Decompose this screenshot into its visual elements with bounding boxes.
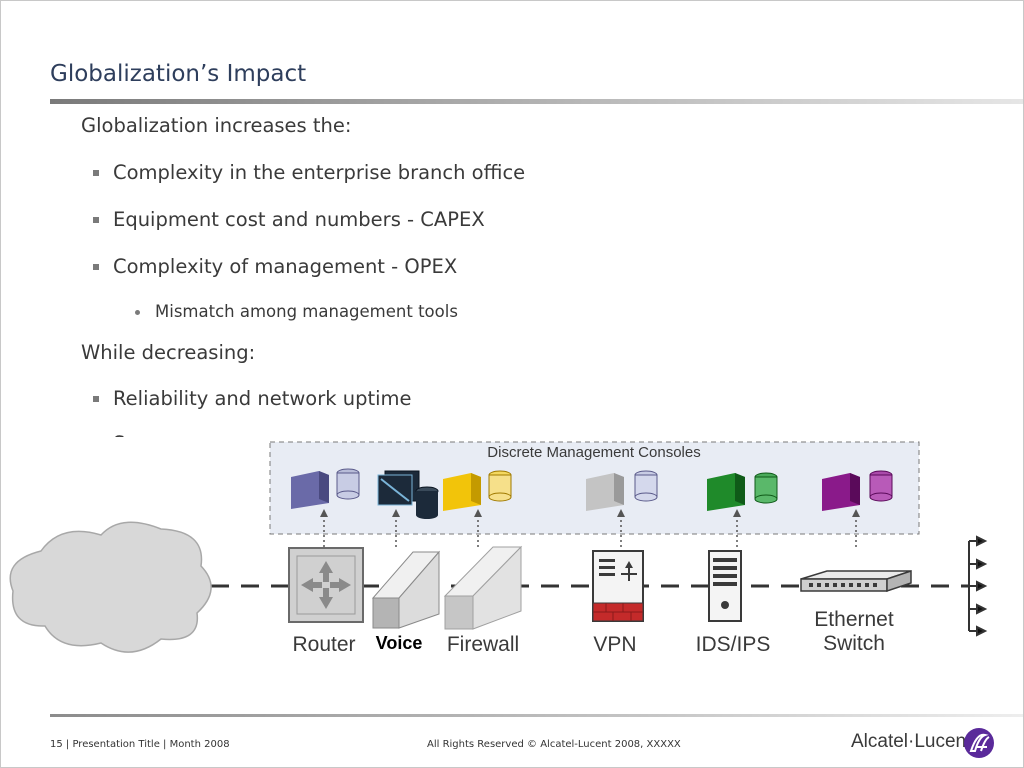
bullet-reliability: Reliability and network uptime	[113, 387, 412, 410]
firewall-console-icon	[443, 470, 512, 511]
voice-console-icon	[377, 470, 439, 519]
footer-page-info: 15 | Presentation Title | Month 2008	[50, 739, 230, 750]
intro-text: Globalization increases the:	[81, 114, 352, 137]
square-bullet-icon	[93, 170, 99, 176]
firewall-label: Firewall	[447, 633, 519, 656]
internet-cloud-icon	[9, 521, 212, 653]
consoles-title: Discrete Management Consoles	[487, 444, 700, 461]
footer-copyright: All Rights Reserved © Alcatel-Lucent 200…	[427, 739, 681, 750]
ids-ips-label: IDS/IPS	[696, 633, 771, 656]
subbullet-mismatch: Mismatch among management tools	[155, 302, 458, 321]
round-bullet-icon	[135, 310, 140, 315]
connector-arrowheads	[320, 509, 860, 517]
console-connectors	[323, 515, 857, 548]
vpn-console-icon	[586, 470, 658, 511]
square-bullet-icon	[93, 264, 99, 270]
title-divider	[50, 99, 1023, 104]
decrease-heading: While decreasing:	[81, 341, 256, 364]
output-fanout	[968, 535, 988, 637]
square-bullet-icon	[93, 217, 99, 223]
vpn-label: VPN	[593, 633, 636, 656]
bullet-equipment-cost: Equipment cost and numbers - CAPEX	[113, 208, 485, 231]
router-console-icon	[291, 468, 360, 509]
company-logo-text: Alcatel·Lucent	[851, 731, 972, 752]
router-icon	[288, 547, 364, 623]
alcatel-lucent-logo-icon	[964, 728, 994, 758]
ethernet-switch-icon	[800, 569, 912, 593]
vpn-device-icon	[592, 550, 644, 622]
firewall-box-icon	[443, 545, 523, 630]
ids-console-icon	[707, 472, 778, 511]
bullet-security-partial: Se...	[113, 432, 156, 455]
slide-title: Globalization’s Impact	[50, 61, 307, 87]
voice-box-icon	[371, 550, 441, 629]
network-diagram: Discrete Management Consoles	[9, 441, 988, 656]
bullet-complexity-branch: Complexity in the enterprise branch offi…	[113, 161, 526, 184]
ids-ips-server-icon	[708, 550, 742, 622]
router-label: Router	[292, 633, 355, 656]
voice-label: Voice	[376, 633, 423, 653]
ethernet-label: Ethernet	[814, 608, 894, 631]
switch-label: Switch	[823, 632, 885, 655]
footer-divider	[50, 714, 1023, 717]
square-bullet-icon	[93, 396, 99, 402]
bullet-complexity-management: Complexity of management - OPEX	[113, 255, 458, 278]
switch-console-icon	[822, 470, 893, 511]
